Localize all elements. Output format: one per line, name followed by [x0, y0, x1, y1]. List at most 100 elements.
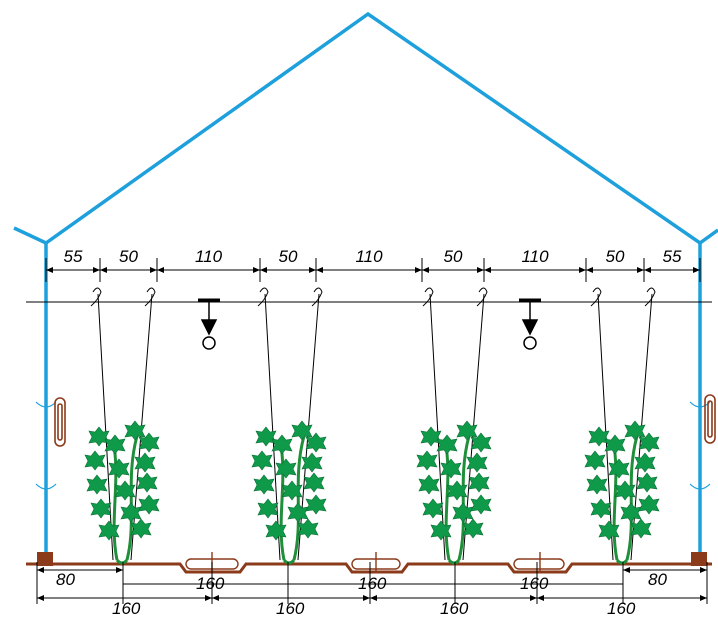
bottom-span-1: 160 [112, 599, 141, 618]
drip-emitter-icon [198, 298, 220, 350]
leaf [253, 474, 275, 495]
arrowhead [693, 267, 700, 273]
leaf [418, 474, 440, 495]
top-spacing-label: 55 [663, 247, 682, 266]
bottom-span-3: 160 [440, 599, 469, 618]
leaf [446, 480, 468, 501]
leaf [303, 472, 325, 493]
leaf [114, 480, 136, 501]
left-post [37, 552, 53, 566]
arrowhead [579, 267, 586, 273]
cucumber-plant [416, 287, 492, 565]
arrowhead [157, 267, 164, 273]
stem [125, 435, 139, 561]
leaf [271, 434, 293, 455]
twine-knot [422, 287, 434, 307]
twine-knot [590, 287, 602, 307]
leaf [297, 518, 319, 539]
twine [429, 293, 446, 561]
leaf [104, 434, 126, 455]
stem [443, 439, 451, 561]
leaf [120, 502, 142, 523]
leaf [470, 494, 492, 515]
window-vent-icon [54, 397, 66, 447]
leaf [265, 520, 287, 541]
leaf [90, 498, 112, 519]
leaf [590, 498, 612, 519]
top-spacing-label: 50 [606, 247, 625, 266]
arrowhead [477, 267, 484, 273]
leaf [301, 452, 323, 473]
leaf [584, 450, 606, 471]
twine [597, 293, 614, 561]
leaf [608, 458, 630, 479]
leaf [416, 450, 438, 471]
arrowhead [316, 267, 323, 273]
leaf [468, 472, 490, 493]
arrowhead [150, 267, 157, 273]
arrowhead [586, 267, 593, 273]
arrowhead [415, 267, 422, 273]
leaf [130, 518, 152, 539]
leaf [470, 432, 492, 453]
leaf [98, 520, 120, 541]
stem [111, 439, 119, 561]
twine-knot [144, 287, 156, 307]
twine [97, 293, 114, 561]
leaf [430, 520, 452, 541]
arrowhead [637, 267, 644, 273]
arrowhead [46, 267, 53, 273]
leaf [436, 434, 458, 455]
twine-knot [476, 287, 488, 307]
cucumber-plant [84, 287, 160, 565]
leaf [291, 420, 313, 441]
leaf [614, 480, 636, 501]
leaf [440, 458, 462, 479]
arrowhead [93, 267, 100, 273]
bottom-dimension-row-1: 80 80 160 160 160 [37, 569, 707, 593]
leaf [598, 520, 620, 541]
top-spacing-label: 110 [521, 247, 549, 266]
stem [611, 439, 619, 561]
leaf [251, 450, 273, 471]
top-spacing-label: 110 [195, 247, 223, 266]
top-spacing-label: 50 [119, 247, 138, 266]
arrowhead [253, 267, 260, 273]
leaf [604, 434, 626, 455]
leaf [422, 498, 444, 519]
window-vent-icon [704, 394, 716, 444]
leaf [630, 518, 652, 539]
leaf [124, 420, 146, 441]
leaf [88, 426, 110, 447]
cucumber-plant [584, 287, 660, 565]
stem [457, 435, 471, 561]
leaf [281, 480, 303, 501]
wall-hooks [35, 401, 711, 490]
roof-outline [13, 11, 718, 246]
arrowhead [484, 267, 491, 273]
leaf [452, 502, 474, 523]
leaf [257, 498, 279, 519]
twine [264, 293, 281, 561]
arrowhead [422, 267, 429, 273]
leaf [638, 494, 660, 515]
ground [26, 552, 712, 574]
leaf [84, 450, 106, 471]
bottom-span-2: 160 [276, 599, 305, 618]
leaf [634, 452, 656, 473]
leaf [136, 472, 158, 493]
arrowhead [644, 267, 651, 273]
leaf [134, 452, 156, 473]
leaf [620, 502, 642, 523]
leaf [138, 494, 160, 515]
plants [84, 287, 660, 565]
top-spacing-label: 110 [355, 247, 383, 266]
leaf [636, 472, 658, 493]
leaf [86, 474, 108, 495]
drip-emitter-icon [519, 298, 541, 350]
leaf [624, 420, 646, 441]
leaf [462, 518, 484, 539]
cucumber-plant [251, 287, 327, 565]
top-spacing-label: 50 [444, 247, 463, 266]
